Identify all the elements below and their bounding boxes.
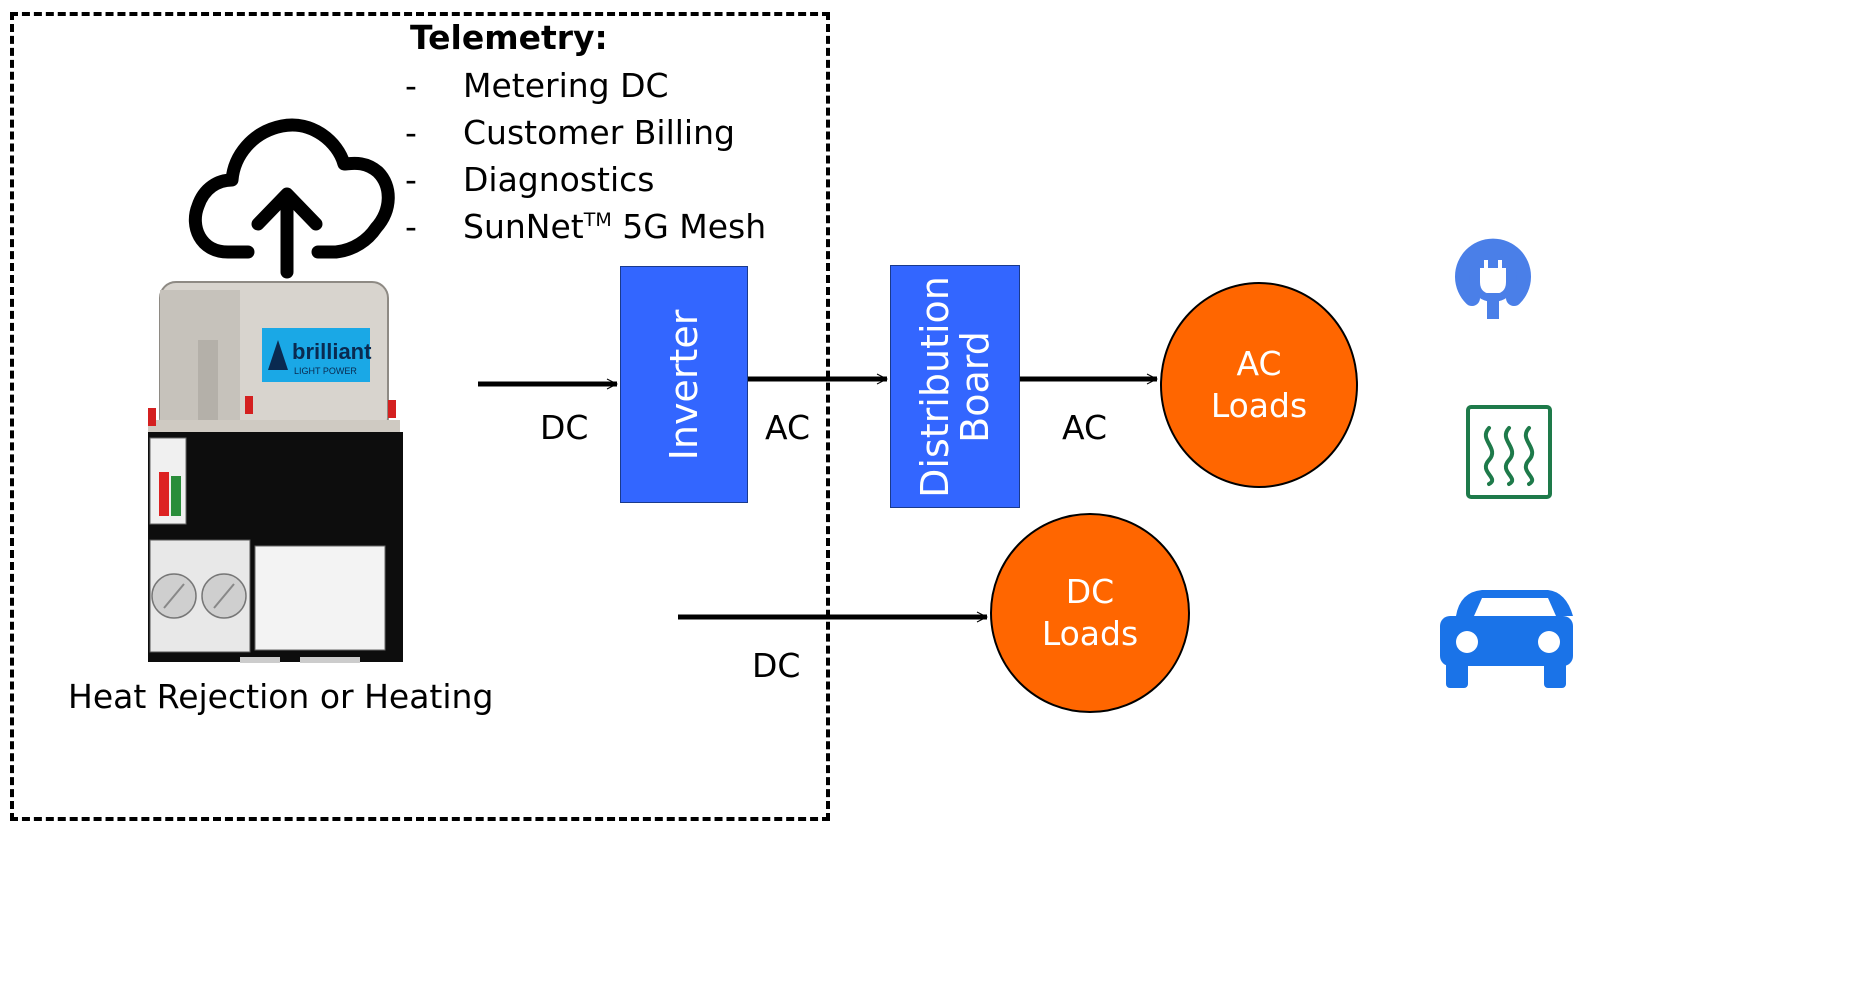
ac-loads-node: AC Loads xyxy=(1160,282,1358,488)
distribution-board-block: Distribution Board xyxy=(890,265,1020,508)
brilliant-logo: brilliant LIGHT POWER xyxy=(262,328,372,382)
telemetry-item: -Customer Billing xyxy=(405,113,735,152)
car-icon xyxy=(1440,590,1573,688)
logo-subtext: LIGHT POWER xyxy=(294,366,357,376)
telemetry-list: -Metering DC -Customer Billing -Diagnost… xyxy=(405,62,766,250)
ev-plug-icon xyxy=(1455,238,1531,319)
inverter-block: Inverter xyxy=(620,266,748,503)
edge-label-ac-inverter: AC xyxy=(765,408,811,447)
ac-loads-label: AC Loads xyxy=(1210,344,1308,425)
edge-label-dc-in: DC xyxy=(540,408,589,447)
dc-loads-node: DC Loads xyxy=(990,513,1190,713)
heater-icon xyxy=(1466,405,1552,499)
telemetry-item: -Diagnostics xyxy=(405,160,655,199)
telemetry-item: -SunNetTM 5G Mesh xyxy=(405,207,767,246)
unit-caption: Heat Rejection or Heating xyxy=(68,677,494,716)
telemetry-item: -Metering DC xyxy=(405,66,669,105)
cloud-upload-icon xyxy=(188,118,395,279)
system-boundary xyxy=(10,12,830,821)
distribution-board-label: Distribution Board xyxy=(913,275,997,498)
logo-text: brilliant xyxy=(292,339,372,364)
edge-label-dc-direct: DC xyxy=(752,646,801,685)
edge-label-ac-board: AC xyxy=(1062,408,1108,447)
flow-arrows xyxy=(478,379,1157,617)
inverter-label: Inverter xyxy=(662,309,706,460)
telemetry-title: Telemetry: xyxy=(410,18,608,57)
dc-loads-label: DC Loads xyxy=(1041,572,1139,653)
power-unit xyxy=(148,281,403,663)
